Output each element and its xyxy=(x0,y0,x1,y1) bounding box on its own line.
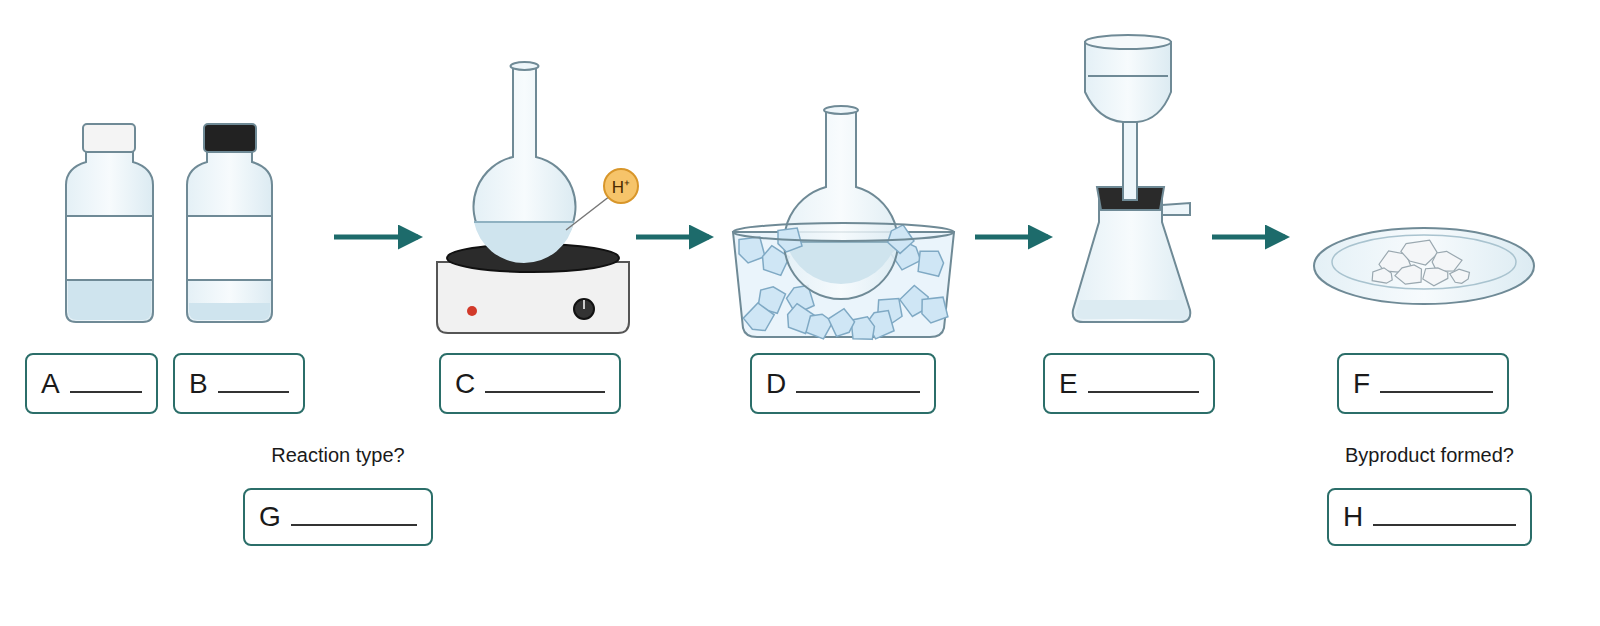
answer-box: D xyxy=(750,353,936,414)
answer-box: F xyxy=(1337,353,1509,414)
box-letter: H xyxy=(1343,501,1363,533)
answer-blank xyxy=(291,524,417,526)
ice-cube xyxy=(743,303,774,331)
catalyst-label: H⁺ xyxy=(612,175,630,198)
ice-cube xyxy=(828,309,854,337)
answer-blank xyxy=(1088,391,1199,393)
answer-blank xyxy=(218,391,289,393)
box-letter: F xyxy=(1353,368,1370,400)
box-outline: E xyxy=(1043,353,1215,414)
answer-box: B xyxy=(173,353,305,414)
crystal xyxy=(1395,265,1422,284)
box-letter: E xyxy=(1059,368,1078,400)
answer-blank xyxy=(485,391,605,393)
question-heading: Byproduct formed? xyxy=(1287,444,1572,467)
reagent-bottle xyxy=(66,124,153,322)
box-outline: A xyxy=(25,353,158,414)
box-letter: B xyxy=(189,368,208,400)
leader-line xyxy=(566,196,610,230)
watch-glass xyxy=(1314,228,1534,304)
acid-catalyst-badge: H⁺ xyxy=(603,168,639,204)
question-heading: Reaction type? xyxy=(203,444,473,467)
answer-blank xyxy=(1373,524,1516,526)
answer-box: A xyxy=(25,353,158,414)
box-letter: A xyxy=(41,368,60,400)
box-outline: F xyxy=(1337,353,1509,414)
ice-cube xyxy=(739,237,765,263)
ice-cube xyxy=(918,251,943,276)
ice-cube xyxy=(851,317,874,340)
circle-shape: H⁺ xyxy=(603,168,639,204)
ice-cube xyxy=(922,297,948,323)
buchner-filtration xyxy=(1073,35,1191,322)
box-outline: C xyxy=(439,353,621,414)
reagent-bottle xyxy=(187,124,272,322)
crystal xyxy=(1450,269,1470,283)
answer-box: Reaction type?G xyxy=(243,488,433,546)
round-bottom-flask xyxy=(474,62,576,263)
box-outline: H xyxy=(1327,488,1532,546)
crystal xyxy=(1423,268,1448,286)
ice-bath xyxy=(733,106,954,339)
box-outline: G xyxy=(243,488,433,546)
box-letter: C xyxy=(455,368,475,400)
answer-blank xyxy=(796,391,920,393)
answer-box: C xyxy=(439,353,621,414)
box-outline: D xyxy=(750,353,936,414)
answer-blank xyxy=(1380,391,1493,393)
box-letter: G xyxy=(259,501,281,533)
crystal xyxy=(1372,268,1392,283)
answer-box: Byproduct formed?H xyxy=(1327,488,1532,546)
answer-blank xyxy=(70,391,142,393)
answer-box: E xyxy=(1043,353,1215,414)
box-letter: D xyxy=(766,368,786,400)
box-outline: B xyxy=(173,353,305,414)
